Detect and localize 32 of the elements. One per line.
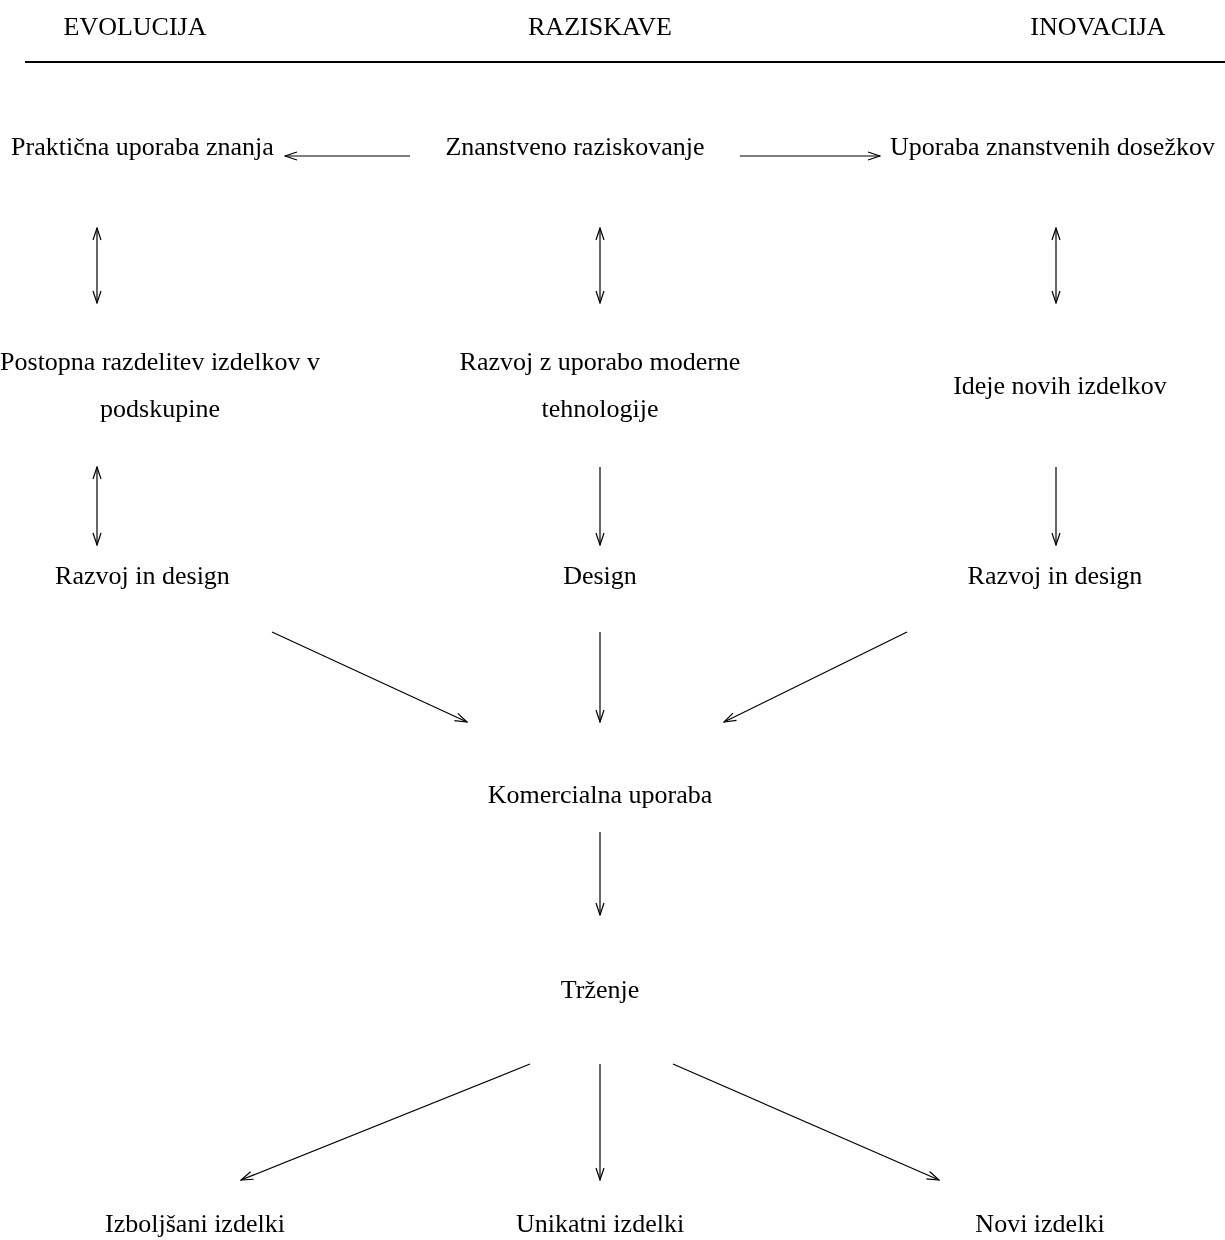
arrow	[284, 151, 411, 161]
column-heading: EVOLUCIJA	[63, 12, 207, 42]
step-text: Izboljšani izdelki	[105, 1207, 285, 1240]
step-text: Design	[563, 560, 637, 592]
column-heading: RAZISKAVE	[528, 12, 672, 42]
arrow	[723, 631, 908, 723]
arrow	[1051, 227, 1061, 304]
arrow	[595, 1063, 605, 1181]
arrow	[271, 631, 468, 723]
step-text: Ideje novih izdelkov	[953, 369, 1167, 402]
step-text: Razvoj in design	[967, 560, 1143, 592]
arrow	[92, 466, 102, 546]
step-text: Razvoj in design	[55, 560, 230, 592]
step-text: Razvoj z uporabo moderne tehnologije	[458, 346, 742, 425]
step-text: Komercialna uporaba	[487, 778, 713, 811]
arrow	[240, 1063, 531, 1181]
step-text: Novi izdelki	[975, 1207, 1105, 1240]
arrow	[595, 831, 605, 916]
step-text: Trženje	[560, 974, 640, 1006]
step-text: Praktična uporaba znanja	[11, 130, 274, 163]
arrow	[92, 227, 102, 304]
column-heading: INOVACIJA	[1030, 12, 1166, 42]
arrow	[672, 1063, 940, 1181]
step-text: Postopna razdelitev izdelkov v podskupine	[0, 346, 320, 425]
arrow	[739, 151, 881, 161]
arrow	[1051, 466, 1061, 546]
arrow	[595, 227, 605, 304]
arrow	[595, 466, 605, 546]
arrow	[595, 631, 605, 723]
step-text: Uporaba znanstvenih dosežkov	[890, 130, 1215, 163]
step-text: Unikatni izdelki	[515, 1207, 685, 1240]
step-text: Znanstveno raziskovanje	[445, 130, 705, 163]
